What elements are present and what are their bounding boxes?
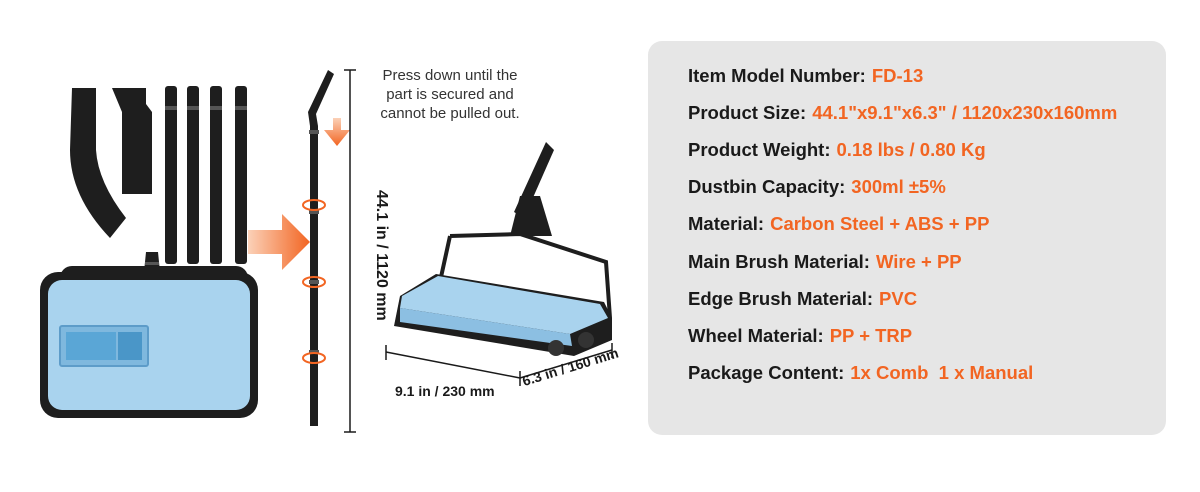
spec-label: Edge Brush Material: [688, 287, 874, 309]
spec-row-edge-brush-material: Edge Brush Material: PVC [688, 280, 1166, 317]
product-illustration [40, 69, 613, 433]
spec-value: FD-13 [871, 64, 924, 86]
spec-value: Wire + PP [875, 250, 962, 272]
flat-nozzle [112, 88, 152, 194]
spec-row-product-size: Product Size: 44.1"x9.1"x6.3" / 1120x230… [688, 94, 1166, 131]
orange-arrow-down [324, 118, 350, 146]
spec-value: 1x Comb 1 x Manual [850, 362, 1034, 384]
spec-label: Product Weight: [688, 138, 831, 160]
height-dimension-label: 44.1 in / 1120 mm [373, 190, 390, 321]
rotate-icons [302, 199, 326, 364]
spec-value: 300ml ±5% [851, 176, 946, 198]
spec-label: Material: [688, 213, 765, 235]
spec-label: Product Size: [688, 101, 807, 123]
sweeper-perspective-view [394, 142, 612, 356]
spec-label: Main Brush Material: [688, 250, 870, 272]
width-depth-dimension-lines [385, 343, 613, 386]
width-dimension-label: 9.1 in / 230 mm [395, 383, 495, 399]
spec-label: Wheel Material: [688, 324, 824, 346]
spec-row-product-weight: Product Weight: 0.18 lbs / 0.80 Kg [688, 131, 1166, 168]
spec-row-model-number: Item Model Number: FD-13 [688, 57, 1166, 94]
spec-row-material: Material: Carbon Steel + ABS + PP [688, 206, 1166, 243]
spec-label: Package Content: [688, 362, 845, 384]
spec-value: 44.1"x9.1"x6.3" / 1120x230x160mm [812, 101, 1118, 123]
spec-value: PP + TRP [829, 324, 913, 346]
spec-label: Item Model Number: [688, 64, 866, 86]
spec-row-wheel-material: Wheel Material: PP + TRP [688, 317, 1166, 354]
spec-value: Carbon Steel + ABS + PP [770, 213, 990, 235]
extension-poles [165, 86, 247, 264]
spec-row-main-brush-material: Main Brush Material: Wire + PP [688, 243, 1166, 280]
spec-row-package-content: Package Content: 1x Comb 1 x Manual [688, 355, 1166, 392]
height-dimension-line [344, 69, 356, 433]
product-illustration-area: Press down until the part is secured and… [40, 66, 620, 433]
spec-value: 0.18 lbs / 0.80 Kg [836, 138, 986, 160]
spec-row-dustbin-capacity: Dustbin Capacity: 300ml ±5% [688, 169, 1166, 206]
assembly-note: Press down until the part is secured and… [370, 66, 530, 123]
spec-value: PVC [879, 287, 918, 309]
assembly-note-line: cannot be pulled out. [380, 105, 520, 122]
crevice-nozzle [70, 88, 126, 238]
spec-label: Dustbin Capacity: [688, 176, 846, 198]
sweeper-top-view [40, 252, 258, 418]
spec-panel: Item Model Number: FD-13 Product Size: 4… [648, 41, 1166, 435]
orange-arrow-right [248, 214, 310, 270]
assembled-handle [308, 70, 334, 426]
assembly-note-line: Press down until the [382, 67, 518, 84]
assembly-note-line: part is secured and [386, 86, 514, 103]
